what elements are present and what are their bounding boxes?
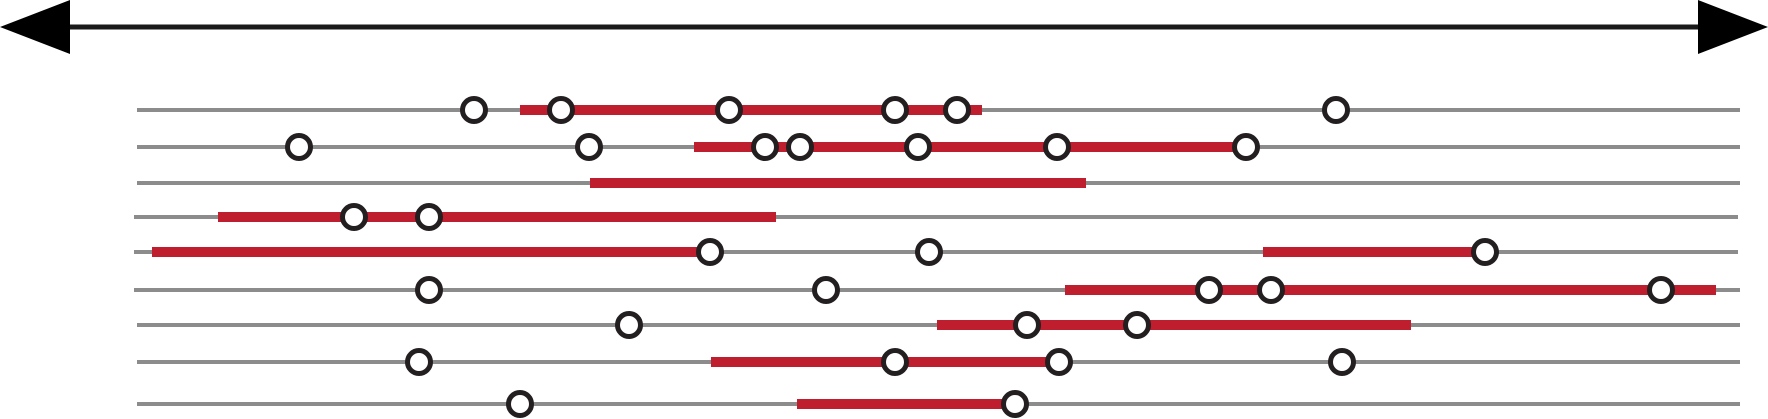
point-marker — [1043, 133, 1071, 161]
point-marker — [1471, 238, 1499, 266]
point-marker — [1045, 348, 1073, 376]
arrowhead-left-icon — [0, 0, 70, 54]
point-marker — [1322, 96, 1350, 124]
point-marker — [715, 96, 743, 124]
point-marker — [1001, 390, 1029, 418]
point-marker — [881, 348, 909, 376]
point-marker — [1328, 348, 1356, 376]
point-marker — [1647, 276, 1675, 304]
row-7 — [137, 311, 1740, 339]
double-headed-arrow — [0, 0, 1768, 54]
point-marker — [340, 203, 368, 231]
row-5 — [134, 238, 1738, 266]
point-marker — [1013, 311, 1041, 339]
point-marker — [415, 276, 443, 304]
point-marker — [460, 96, 488, 124]
point-marker — [1195, 276, 1223, 304]
row-6 — [134, 276, 1740, 304]
point-marker — [285, 133, 313, 161]
arrowhead-right-icon — [1698, 0, 1768, 54]
point-marker — [575, 133, 603, 161]
point-marker — [915, 238, 943, 266]
point-marker — [696, 238, 724, 266]
point-marker — [615, 311, 643, 339]
point-marker — [881, 96, 909, 124]
point-marker — [547, 96, 575, 124]
point-marker — [786, 133, 814, 161]
point-marker — [1257, 276, 1285, 304]
point-marker — [904, 133, 932, 161]
point-marker — [415, 203, 443, 231]
row-9 — [137, 390, 1740, 418]
row-2 — [137, 133, 1740, 161]
row-4 — [134, 203, 1738, 231]
row-1 — [137, 96, 1740, 124]
point-marker — [751, 133, 779, 161]
point-marker — [405, 348, 433, 376]
rows — [134, 96, 1740, 418]
point-marker — [1123, 311, 1151, 339]
point-marker — [943, 96, 971, 124]
point-marker — [812, 276, 840, 304]
row-8 — [137, 348, 1740, 376]
point-marker — [1232, 133, 1260, 161]
point-marker — [506, 390, 534, 418]
